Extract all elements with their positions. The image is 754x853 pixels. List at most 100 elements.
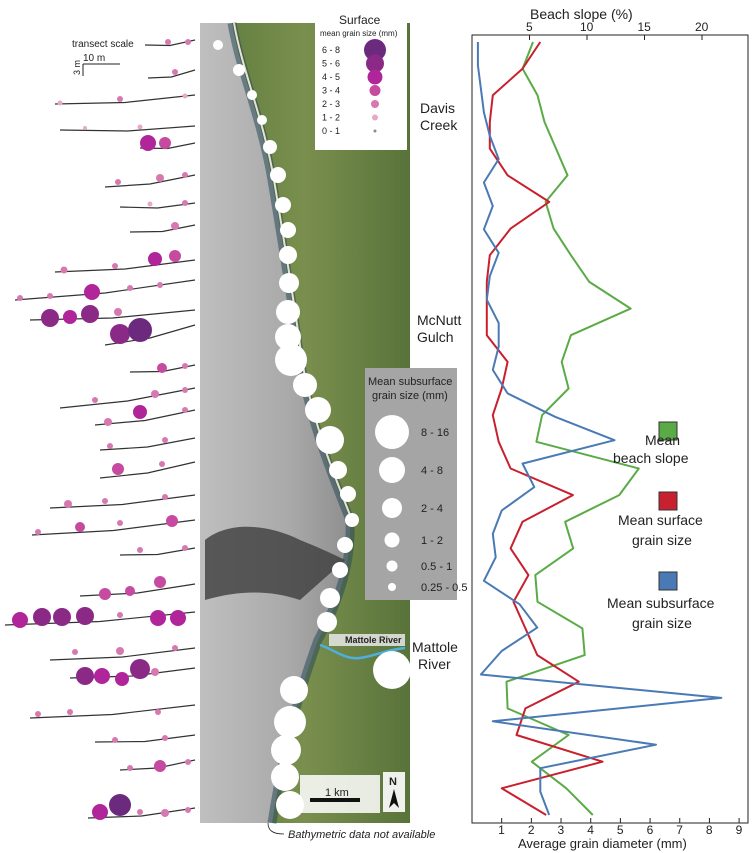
transect-line (99, 437, 196, 451)
surface-legend-box (315, 12, 407, 150)
surface-grain-dot (165, 39, 171, 45)
surface-legend-swatch (366, 54, 384, 73)
surface-grain-dot (110, 324, 130, 344)
subsurface-circle (316, 426, 344, 454)
surface-grain-dot (116, 647, 124, 655)
surface-grain-dot (185, 807, 191, 813)
surface-grain-dot (182, 200, 188, 206)
subsurface-circle (345, 513, 359, 527)
surface-grain-dot (115, 672, 129, 686)
surface-grain-dot (182, 93, 188, 99)
bottom-tick-label: 6 (647, 823, 654, 837)
surface-grain-dot (33, 608, 51, 626)
subsurface-circle (233, 64, 245, 76)
mattole-label-1: Mattole (412, 639, 458, 655)
subsurface-legend-swatch (379, 457, 405, 483)
legend-label: Mean subsurface (607, 595, 715, 611)
surface-grain-dot (67, 709, 73, 715)
subsurface-circle (270, 167, 286, 183)
surface-grain-dot (47, 293, 53, 299)
transect-line (49, 494, 196, 509)
bottom-axis-label: Average grain diameter (mm) (518, 836, 687, 851)
subsurface-circle (257, 115, 267, 125)
surface-grain-dot (117, 96, 123, 102)
surface-grain-dot (137, 809, 143, 815)
surface-grain-dot (182, 387, 188, 393)
subsurface-circle (275, 197, 291, 213)
surface-grain-dot (76, 607, 94, 625)
legend-label: beach slope (613, 450, 689, 466)
mattole-map-label: Mattole River (345, 635, 402, 645)
top-tick-label: 20 (695, 20, 709, 34)
surface-grain-dot (166, 515, 178, 527)
subsurface-circle (247, 90, 257, 100)
surface-legend-items: 6 - 85 - 64 - 53 - 42 - 31 - 20 - 1 (322, 39, 386, 136)
surface-grain-dot (133, 405, 147, 419)
subsurface-circle (271, 735, 301, 765)
subsurface-legend-swatch (388, 583, 396, 591)
subsurface-legend-subtitle: grain size (mm) (372, 390, 448, 402)
map-scale-label: 1 km (325, 787, 349, 799)
surface-grain-dot (84, 284, 100, 300)
surface-grain-dot (76, 667, 94, 685)
subsurface-circle (329, 461, 347, 479)
subsurface-circle (274, 706, 306, 738)
bottom-tick-label: 4 (587, 823, 594, 837)
map-scale-box (300, 775, 380, 813)
surface-grain-dot (114, 308, 122, 316)
surface-grain-dot (60, 266, 68, 274)
transect-line (29, 704, 196, 719)
subsurface-legend-label: 2 - 4 (421, 503, 443, 515)
surface-legend-subtitle: mean grain size (mm) (320, 29, 398, 38)
surface-legend-swatch (367, 69, 383, 85)
surface-grain-dot (172, 69, 178, 75)
surface-grain-dot (185, 759, 191, 765)
subsurface-legend-label: 0.5 - 1 (421, 561, 452, 573)
surface-grain-dot (12, 612, 28, 628)
subsurface-circle (275, 324, 301, 350)
surface-grain-dot (57, 100, 63, 106)
transect-line (79, 583, 196, 597)
surface-grain-dot (171, 222, 179, 230)
mattole-river-channel (319, 643, 406, 660)
surface-grain-dot (41, 309, 59, 327)
transect-scale-title: transect scale (72, 39, 134, 50)
surface-grain-dot (162, 494, 168, 500)
transect-line (59, 387, 196, 409)
surface-grain-dot (157, 363, 167, 373)
surface-grain-dot (35, 529, 41, 535)
subsurface-circle (280, 222, 296, 238)
surface-grain-dot (17, 295, 23, 301)
top-tick-label: 10 (580, 20, 594, 34)
surface-grain-dot (154, 760, 166, 772)
surface-grain-dot (109, 794, 131, 816)
mcnutt-label-2: Gulch (417, 329, 454, 345)
subsurface-circle (279, 246, 297, 264)
surface-grain-dot (185, 39, 191, 45)
surface-grain-dot (128, 318, 152, 342)
surface-grain-dot (159, 461, 165, 467)
transect-line (99, 461, 196, 479)
surface-legend-label: 5 - 6 (322, 59, 340, 69)
series-line (505, 41, 640, 816)
surface-grain-dot (137, 547, 143, 553)
subsurface-legend-label: 1 - 2 (421, 535, 443, 547)
surface-grain-dot (92, 397, 98, 403)
north-arrow-icon (389, 789, 399, 808)
series-line (485, 41, 604, 816)
bottom-tick-label: 1 (498, 823, 505, 837)
transect-line (104, 174, 196, 188)
surface-grain-dot (161, 809, 169, 817)
transect-scale-horizontal: 10 m (83, 53, 105, 64)
subsurface-circle (279, 273, 299, 293)
surface-legend-swatch (373, 129, 377, 133)
transect-line (147, 69, 196, 79)
surface-legend-swatch (372, 114, 378, 121)
subsurface-circle (275, 344, 307, 376)
surface-legend-label: 2 - 3 (322, 99, 340, 109)
legend-label: Mean surface (618, 512, 703, 528)
subsurface-legend-label: 8 - 16 (421, 427, 449, 439)
transect-line (119, 202, 196, 209)
